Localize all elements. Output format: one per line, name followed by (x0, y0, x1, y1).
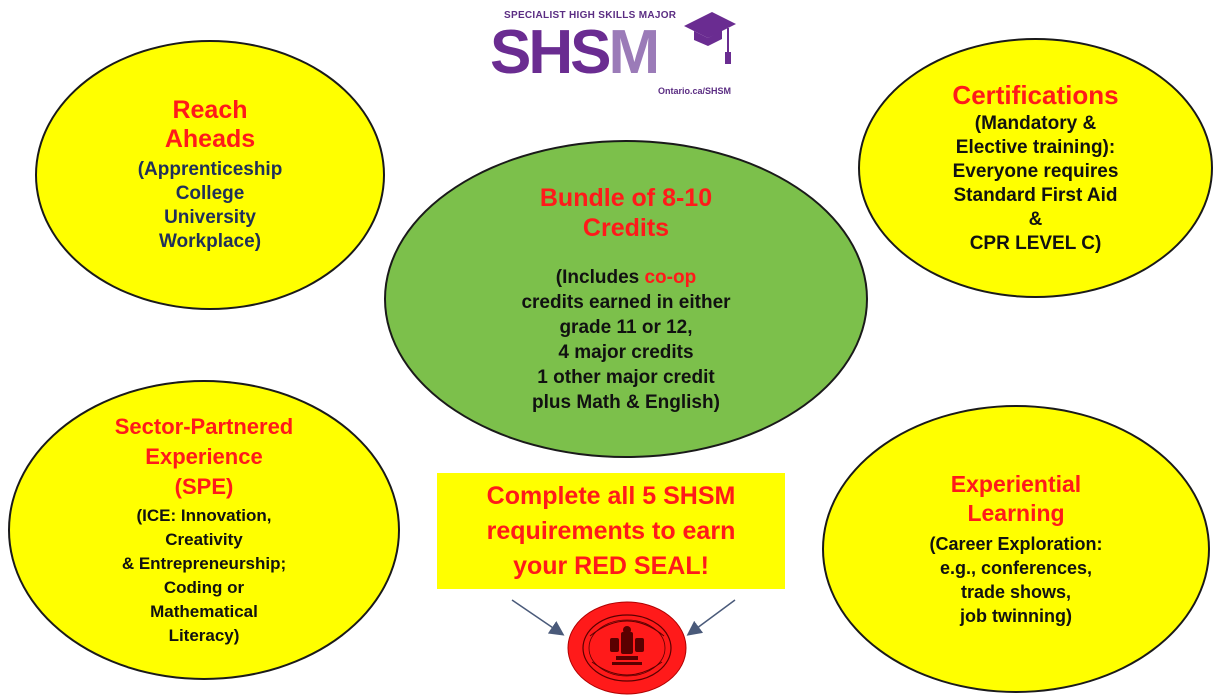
callout-line: requirements to earn (486, 516, 736, 545)
mortarboard-icon (684, 12, 736, 64)
certifications-line: CPR LEVEL C) (969, 232, 1102, 254)
certifications-line: Everyone requires (952, 160, 1119, 182)
experiential-line: job twinning) (960, 606, 1072, 626)
reach-aheads-line: (Apprenticeship (137, 159, 283, 180)
bundle-title-line1: Bundle of 8-10 (539, 184, 713, 212)
red-seal-icon (567, 601, 687, 695)
certifications-line: (Mandatory & (974, 112, 1097, 134)
experiential-line: trade shows, (960, 582, 1072, 602)
experiential-line: (Career Exploration: (929, 534, 1103, 554)
bundle-line: credits earned in either (521, 292, 731, 313)
reach-aheads-line: University (164, 207, 256, 228)
spe-title-line1: Sector-Partnered (114, 414, 294, 439)
reach-aheads-line: College (175, 183, 245, 204)
experiential-line: e.g., conferences, (939, 558, 1093, 578)
certifications-line: & (1028, 208, 1043, 230)
spe-line: & Entrepreneurship; (121, 554, 287, 573)
spe-title-line3: (SPE) (174, 474, 234, 499)
reach-aheads-line: Workplace) (158, 231, 262, 252)
bundle-line: 4 major credits (558, 342, 694, 363)
certifications-line: Elective training): (955, 136, 1116, 158)
spe-ellipse: Sector-Partnered Experience (SPE) (ICE: … (8, 380, 400, 680)
shsm-logo: SPECIALIST HIGH SKILLS MAJOR SHSM Ontari… (488, 4, 740, 96)
reach-aheads-title-line2: Aheads (164, 125, 256, 153)
logo-word-part2: M (608, 18, 660, 87)
callout-line: Complete all 5 SHSM (486, 481, 736, 510)
certifications-title: Certifications (952, 79, 1119, 110)
bundle-title-line2: Credits (582, 214, 670, 242)
spe-line: Mathematical (150, 602, 258, 621)
reach-aheads-title-line1: Reach (172, 96, 248, 124)
experiential-learning-ellipse: Experiential Learning (Career Exploratio… (822, 405, 1210, 693)
logo-word-part1: SHS (490, 18, 611, 87)
bundle-coop-highlight: co-op (644, 267, 697, 288)
spe-title-line2: Experience (145, 444, 263, 469)
left-arrow (511, 599, 565, 636)
bundle-line: 1 other major credit (537, 367, 715, 388)
bundle-line: plus Math & English) (532, 392, 720, 413)
logo-url: Ontario.ca/SHSM (658, 86, 732, 96)
logo-top-text: SPECIALIST HIGH SKILLS MAJOR (504, 10, 677, 21)
callout-line: your RED SEAL! (513, 551, 709, 580)
certifications-line: Standard First Aid (953, 184, 1118, 206)
logo-wordmark: SHSM (490, 18, 660, 88)
reach-aheads-ellipse: Reach Aheads (Apprenticeship College Uni… (35, 40, 385, 310)
spe-line: Creativity (165, 530, 243, 549)
bundle-credits-ellipse: Bundle of 8-10 Credits (Includes co-op c… (384, 140, 868, 458)
experiential-title-line2: Learning (967, 500, 1065, 526)
right-arrow (686, 599, 736, 636)
red-seal-callout: Complete all 5 SHSM requirements to earn… (437, 473, 785, 589)
spe-line: Literacy) (168, 626, 240, 645)
bundle-line: grade 11 or 12, (559, 317, 693, 338)
spe-line: Coding or (163, 578, 245, 597)
bundle-includes-prefix: (Includes (555, 267, 645, 288)
bundle-includes-line: (Includes co-op (556, 265, 696, 290)
certifications-ellipse: Certifications (Mandatory & Elective tra… (858, 38, 1213, 298)
spe-line: (ICE: Innovation, (136, 506, 272, 525)
experiential-title-line1: Experiential (950, 471, 1082, 497)
